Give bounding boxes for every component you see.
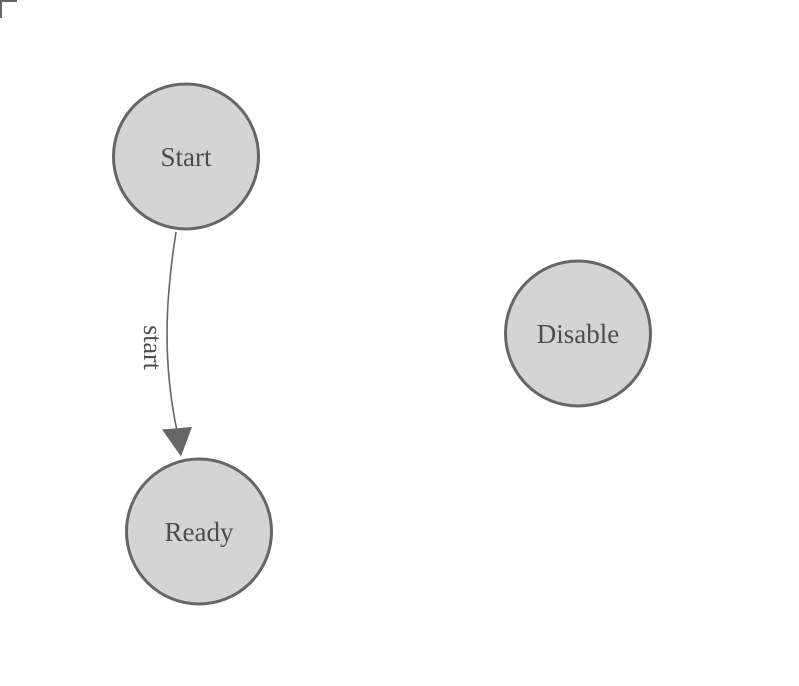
state-node-disable[interactable]: Disable bbox=[504, 259, 652, 408]
edge-path[interactable] bbox=[166, 231, 178, 432]
state-circle[interactable] bbox=[125, 457, 273, 606]
canvas-origin-corner-icon bbox=[0, 0, 17, 18]
state-node-start[interactable]: Start bbox=[112, 82, 260, 231]
transition-edge-start-to-ready[interactable]: start bbox=[138, 231, 192, 457]
state-circle[interactable] bbox=[112, 82, 260, 231]
arrowhead-icon bbox=[162, 427, 192, 457]
state-label: Ready bbox=[165, 517, 234, 547]
state-node-ready[interactable]: Ready bbox=[125, 457, 273, 606]
state-label: Disable bbox=[537, 319, 619, 349]
state-circle[interactable] bbox=[504, 259, 652, 408]
state-label: Start bbox=[161, 142, 212, 172]
edge-label[interactable]: start bbox=[138, 325, 167, 371]
